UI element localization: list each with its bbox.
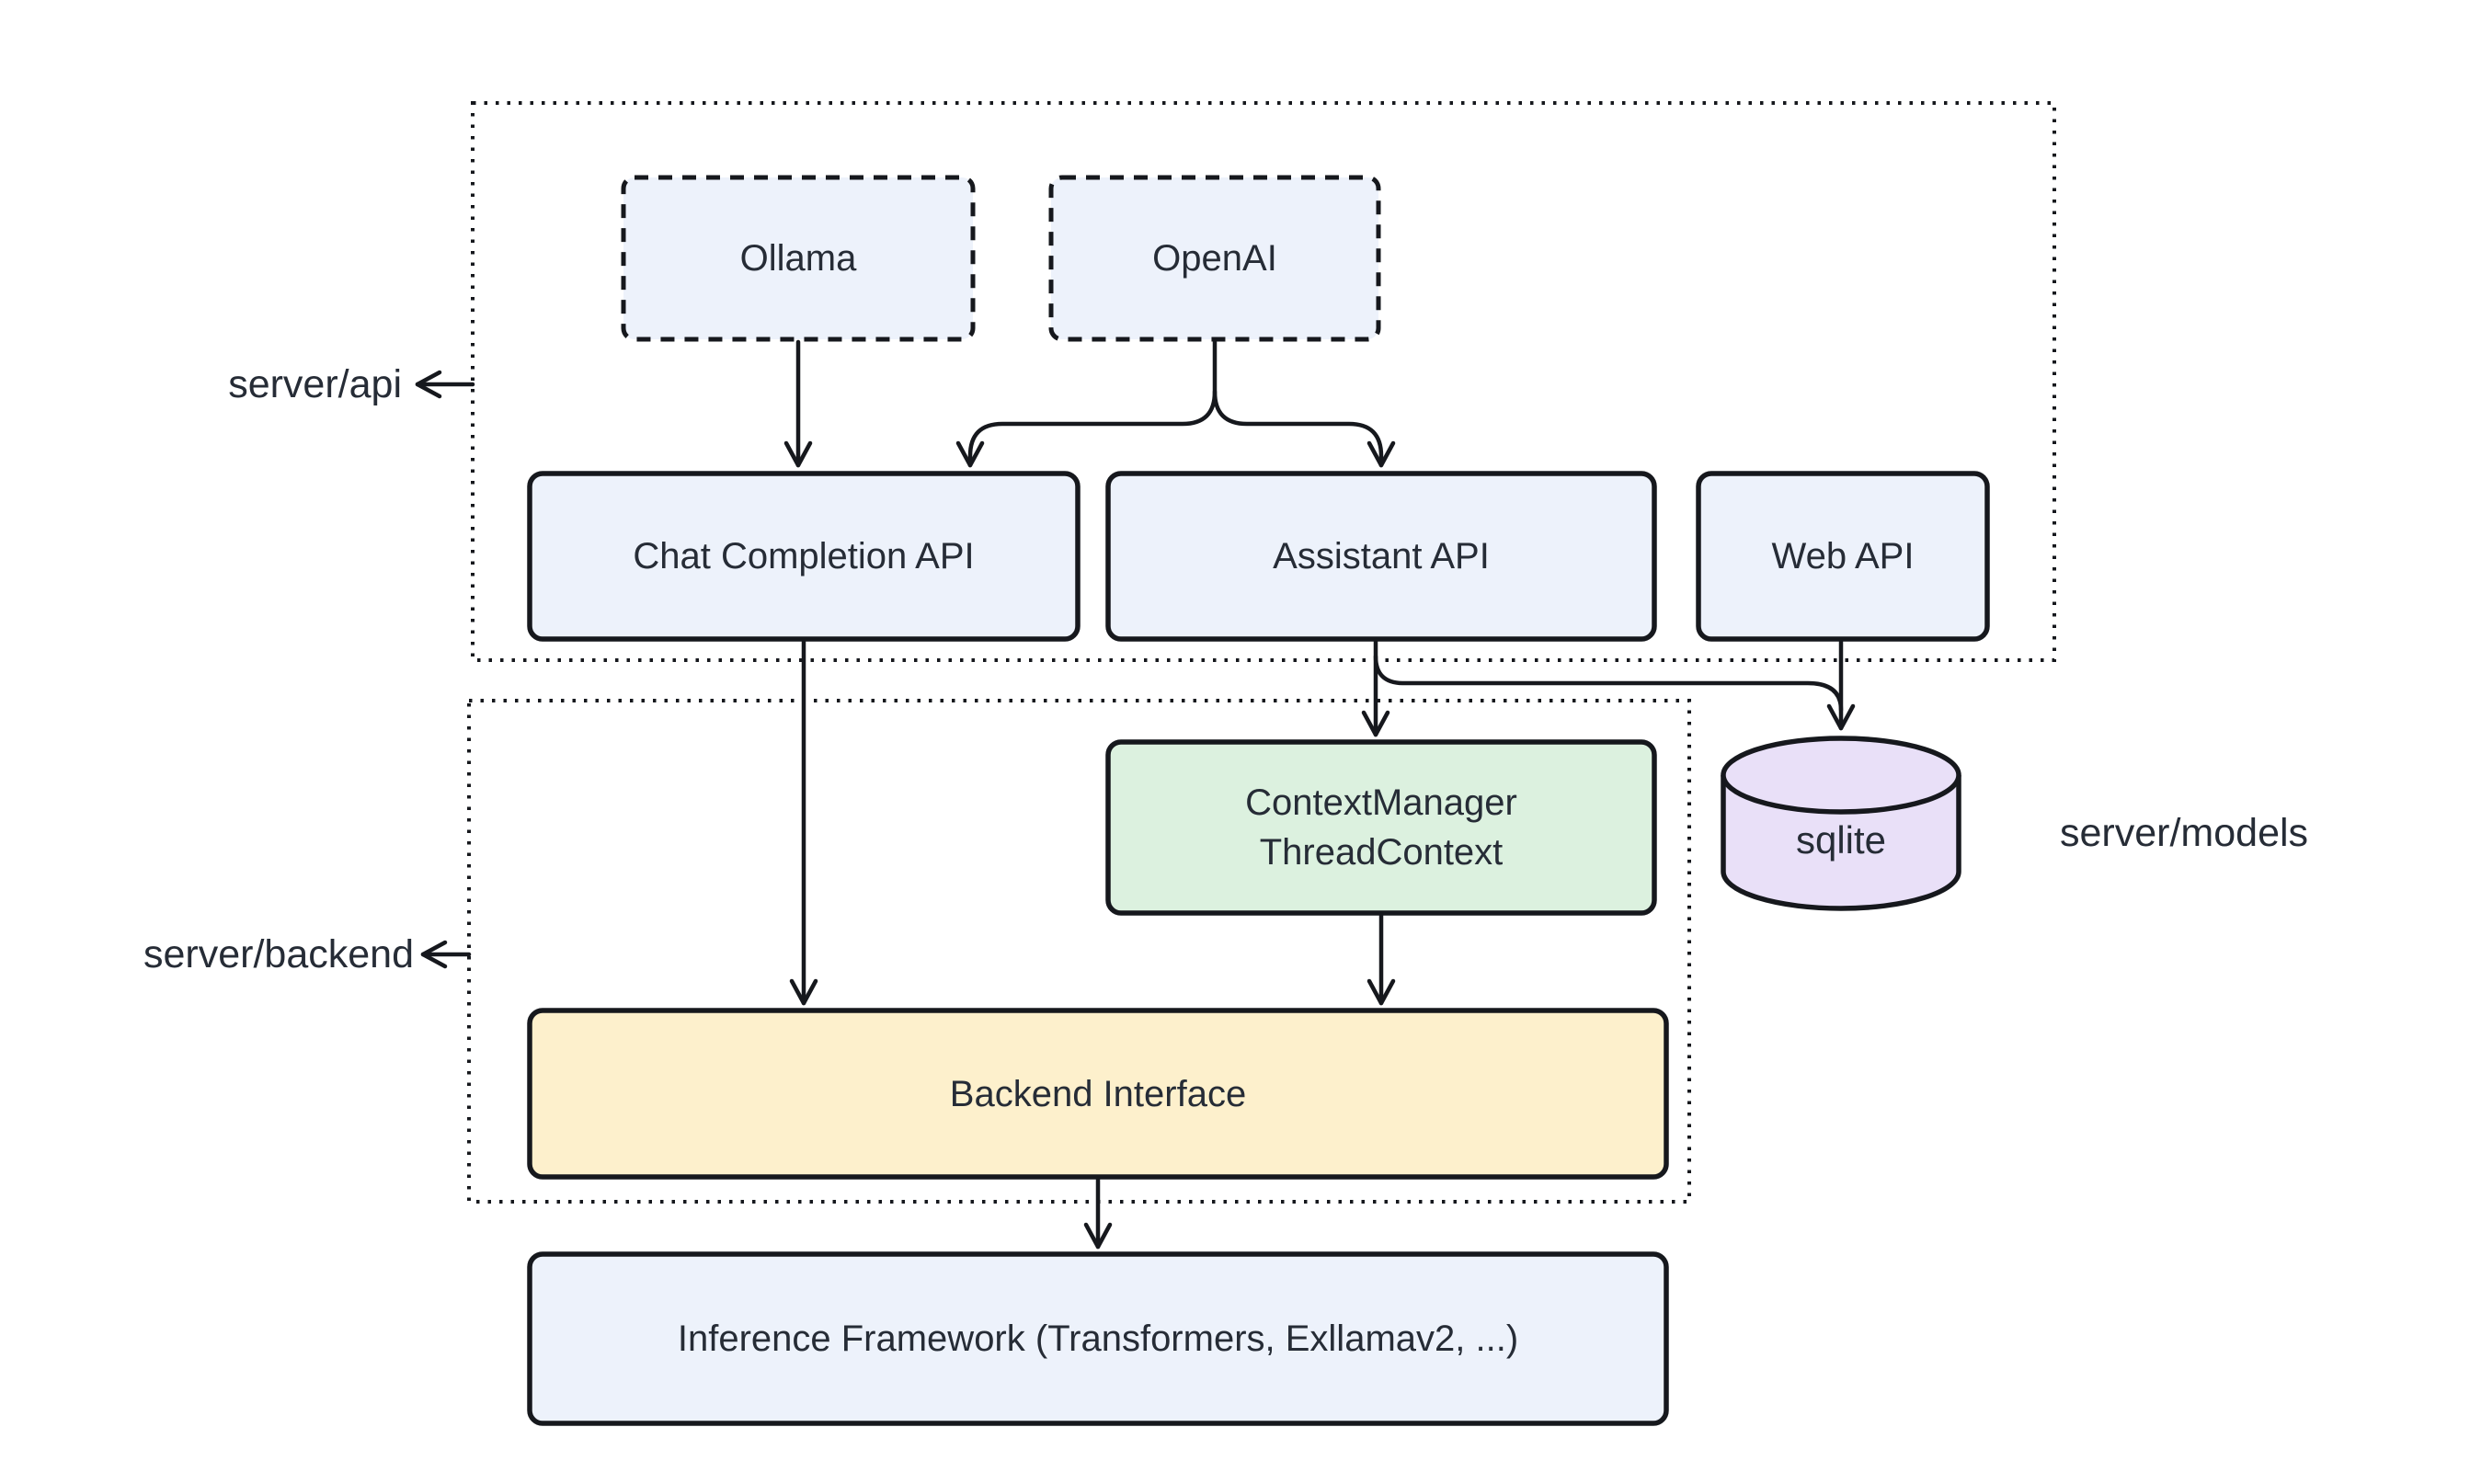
edge-openai-to-assistant-api <box>1212 389 1396 468</box>
server-models-label: server/models <box>2060 810 2309 855</box>
server-backend-label: server/backend <box>143 931 414 976</box>
sqlite-label: sqlite <box>1795 817 1887 862</box>
context-manager-node <box>1105 739 1657 916</box>
edge-openai-to-chat-api <box>955 339 1218 468</box>
web-api-label: Web API <box>1771 536 1915 576</box>
context-manager-line2: ThreadContext <box>1259 832 1504 873</box>
chat-completion-api-node <box>527 471 1081 642</box>
backend-interface-label: Backend Interface <box>949 1073 1247 1114</box>
ollama-label: Ollama <box>739 238 857 279</box>
context-manager-line1: ContextManager <box>1245 782 1517 823</box>
ollama-node <box>621 175 976 342</box>
inference-framework-label: Inference Framework (Transformers, Exlla… <box>677 1318 1519 1359</box>
openai-label: OpenAI <box>1152 238 1277 279</box>
server-backend-container <box>467 699 1691 1204</box>
assistant-api-label: Assistant API <box>1273 536 1490 576</box>
inference-framework-node <box>527 1251 1669 1426</box>
openai-node <box>1048 175 1381 342</box>
web-api-node <box>1696 471 1990 642</box>
server-api-label: server/api <box>228 361 402 406</box>
context-manager-label: ContextManager ThreadContext <box>1108 742 1654 913</box>
chat-completion-api-label: Chat Completion API <box>633 536 975 576</box>
backend-interface-node <box>527 1008 1669 1180</box>
sqlite-cylinder <box>1721 736 1961 911</box>
assistant-api-node <box>1105 471 1657 642</box>
edge-assistant-api-to-sqlite <box>1373 654 1844 713</box>
